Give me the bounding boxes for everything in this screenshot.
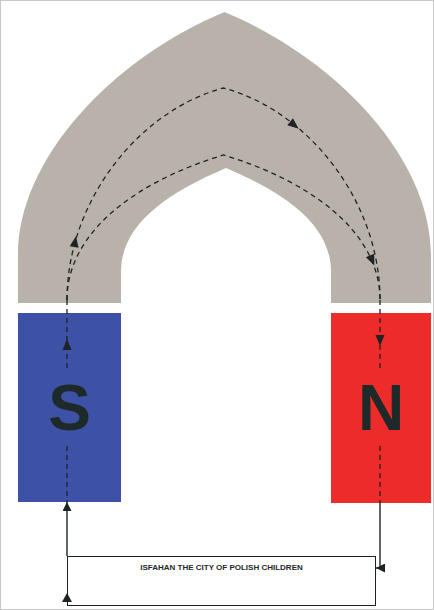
field-arrowheads [62,118,385,602]
field-lines [67,88,380,503]
banner-text: ISFAHAN THE CITY OF POLISH CHILDREN [140,564,303,572]
circuit-wire [376,503,380,568]
arch-yoke [18,12,431,303]
pole-letter: N [358,376,404,440]
banner-box: ISFAHAN THE CITY OF POLISH CHILDREN [67,556,376,606]
pole-letter: S [48,376,91,440]
north-pole-block [331,313,431,503]
magnet-pole-box: N [331,313,431,503]
south-pole-block [18,313,121,502]
circuit-wire [66,502,67,556]
magnet-pole-box: S [18,313,121,502]
